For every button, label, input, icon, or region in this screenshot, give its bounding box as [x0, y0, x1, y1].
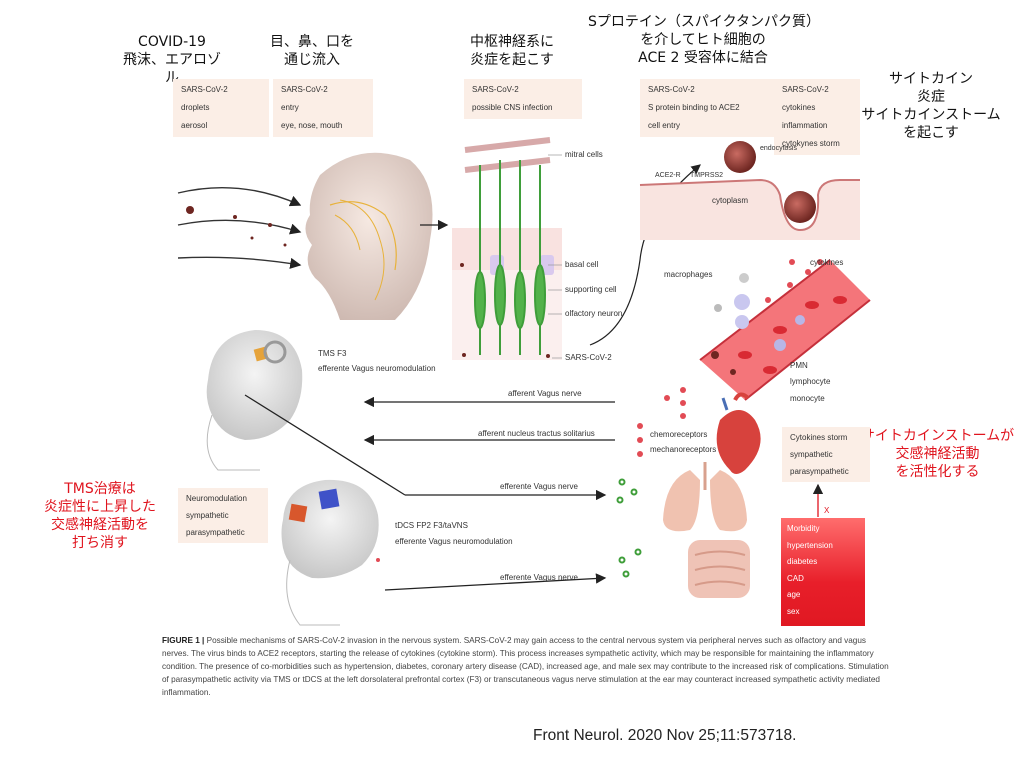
jp-label-tms: TMS治療は 炎症性に上昇した 交感神経活動を 打ち消す [44, 481, 156, 551]
label-lymphocyte: lymphocyte [790, 377, 831, 386]
label-mechanoreceptors: mechanoreceptors [650, 445, 717, 454]
virus-icon [784, 191, 816, 223]
efferent-vagus-arrow-2 [384, 573, 607, 591]
label-endocytosis: endocytosis [760, 145, 797, 152]
label-tdcs: tDCS FP2 F3/taVNS [395, 521, 468, 530]
jp-label-cytokine: サイトカイン 炎症 サイトカインストーム を起こす [861, 71, 1001, 141]
jp-label-storm-activate: サイトカインストームが 交感神経活動 を活性化する [860, 428, 1015, 480]
label-efferent-vagus-2: efferente Vagus nerve [500, 573, 578, 582]
label-tms-f3: TMS F3 [318, 349, 347, 358]
label-supporting-cell: supporting cell [565, 285, 617, 294]
blood-vessel [699, 259, 871, 401]
lungs-illustration [663, 462, 747, 532]
label-cytoplasm: cytoplasm [712, 196, 749, 205]
label-ace2-r: ACE2-R [655, 172, 681, 179]
label-eff-vagus-mod: efferente Vagus neuromodulation [318, 364, 436, 373]
face-head-illustration [305, 152, 433, 320]
label-cytokines: cytokines [810, 258, 844, 267]
figure-caption: FIGURE 1 | Possible mechanisms of SARS-C… [162, 636, 889, 697]
label-monocyte: monocyte [790, 394, 825, 403]
intestines-illustration [688, 540, 750, 598]
label-mitral-cells: mitral cells [565, 150, 603, 159]
heart-illustration [716, 392, 761, 474]
label-olfactory-neuron: olfactory neuron [565, 309, 623, 318]
olfactory-epithelium [452, 137, 562, 360]
label-sars-cov-2: SARS-CoV-2 [565, 353, 612, 362]
label-macrophages: macrophages [664, 270, 713, 279]
immune-cells [711, 273, 750, 375]
jp-label-cns: 中枢神経系に 炎症を起こす [470, 34, 554, 68]
cell-membrane [639, 178, 860, 240]
label-efferent-vagus-1: efferente Vagus nerve [500, 482, 578, 491]
label-pmn: PMN [790, 361, 808, 370]
label-tmprss2: TMPRSS2 [690, 172, 724, 179]
jp-label-entry: 目、鼻、口を 通じ流入 [270, 34, 354, 68]
label-afferent-nts: afferent nucleus tractus solitarius [478, 429, 595, 438]
brain-head-tdcs [281, 479, 380, 626]
brain-head-tms [206, 330, 303, 471]
virus-icon [724, 141, 756, 173]
droplet [186, 206, 194, 214]
airflow-arrows [177, 186, 302, 269]
label-basal-cell: basal cell [565, 260, 599, 269]
label-eff-vagus-mod-2: efferente Vagus neuromodulation [395, 537, 513, 546]
citation: Front Neurol. 2020 Nov 25;11:573718. [533, 727, 797, 744]
morbidity-x-mark: X [824, 506, 830, 515]
jp-label-covid: COVID-19 飛沫、エアロゾル [123, 34, 221, 86]
label-afferent-vagus: afferent Vagus nerve [508, 389, 582, 398]
label-chemoreceptors: chemoreceptors [650, 430, 708, 439]
jp-label-sprotein: Sプロテイン（スパイクタンパク質） を介してヒト細胞の ACE 2 受容体に結合 [588, 14, 821, 66]
